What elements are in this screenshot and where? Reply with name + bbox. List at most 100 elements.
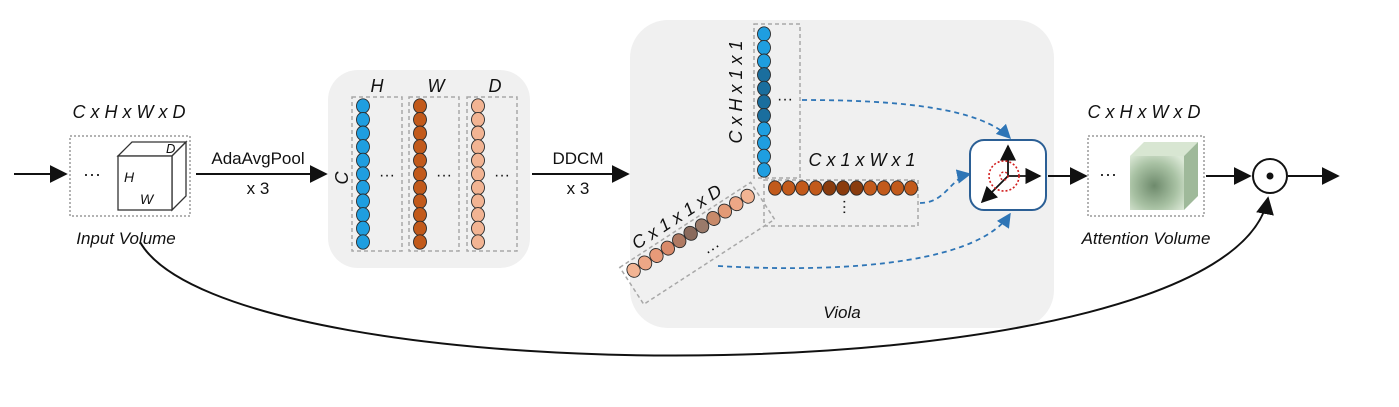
bead: [356, 139, 370, 155]
bead: [471, 125, 485, 141]
bead: [471, 193, 485, 209]
bead: [471, 220, 485, 237]
bead: [356, 152, 370, 169]
col-w-label: W: [428, 76, 447, 96]
branch-h-label: C x H x 1 x 1: [726, 40, 746, 143]
bead: [717, 203, 733, 219]
branch-w-label: C x 1 x W x 1: [808, 150, 915, 170]
bead: [413, 98, 427, 114]
bead: [356, 125, 370, 141]
bead: [808, 180, 823, 196]
w-column-box: [408, 96, 460, 252]
input-volume-box: [69, 135, 191, 217]
attention-volume-caption: Attention Volume: [1081, 229, 1211, 248]
bead: [413, 234, 427, 250]
ddcm-label: DDCM: [553, 149, 604, 168]
d-column-beads: [471, 98, 485, 250]
bead: [757, 135, 771, 151]
bead: [471, 166, 485, 182]
w-column-beads: [413, 98, 427, 250]
bead: [413, 207, 427, 223]
bead: [471, 207, 485, 223]
branch-d-group: ···: [618, 181, 776, 306]
input-dims-label: C x H x W x D: [73, 102, 186, 122]
viola-panel: [630, 20, 1054, 328]
input-dots: ···: [83, 164, 101, 184]
d-col-dots-label: ···: [494, 167, 510, 184]
cube-w-label: W: [140, 191, 155, 207]
bead: [356, 98, 370, 114]
branch-w-box: [763, 179, 919, 227]
bead: [795, 180, 810, 196]
bead: [694, 218, 710, 234]
bead: [649, 248, 664, 263]
h-column-box: [351, 96, 403, 252]
h-column-beads: [356, 98, 370, 250]
branch-h-box: [753, 23, 801, 179]
d-column-box: [466, 96, 518, 252]
bead: [471, 152, 485, 169]
bead: [356, 179, 370, 196]
bead: [863, 180, 878, 196]
bead: [757, 162, 771, 178]
bead: [672, 233, 687, 249]
col-h-label: H: [371, 76, 385, 96]
bead: [757, 26, 771, 42]
bead: [757, 107, 771, 124]
branch-w-connector: [919, 169, 972, 204]
bead: [356, 111, 370, 128]
input-cube: [116, 140, 188, 212]
branch-h-connector: [801, 99, 1012, 140]
branch-d-dots-label: ···: [702, 238, 725, 261]
skip-connection: [139, 196, 1274, 357]
bead: [757, 39, 771, 56]
bead: [849, 180, 864, 196]
attention-cube: [1130, 142, 1198, 210]
viola-caption: Viola: [823, 303, 861, 322]
bead: [471, 98, 485, 114]
bead: [413, 125, 427, 141]
bead: [471, 111, 485, 128]
bead: [822, 180, 837, 196]
branch-d-beads: [626, 188, 755, 278]
cube-h-label: H: [124, 169, 135, 185]
branch-h-beads: [757, 26, 771, 178]
bead: [757, 94, 771, 110]
bead: [890, 180, 905, 196]
bead: [471, 179, 485, 196]
attention-volume-box: [1087, 135, 1205, 217]
input-volume-caption: Input Volume: [76, 229, 176, 248]
elementwise-product-icon: [1252, 158, 1288, 194]
bead: [637, 255, 653, 271]
bead: [413, 166, 427, 182]
bead: [904, 180, 918, 196]
bead: [757, 80, 771, 97]
bead: [471, 234, 485, 250]
bead: [876, 180, 891, 196]
attention-dots: ···: [1099, 164, 1117, 184]
bead: [683, 225, 698, 241]
branch-w-beads: [768, 180, 918, 196]
pool-label: AdaAvgPool: [211, 149, 304, 168]
channel-label: C: [332, 171, 352, 185]
bead: [413, 179, 427, 196]
branch-w-dots-label: ···: [836, 199, 853, 215]
bead: [413, 111, 427, 128]
bead: [413, 139, 427, 155]
bead: [740, 188, 755, 204]
bead: [729, 196, 744, 212]
bead: [356, 166, 370, 182]
w-col-dots-label: ···: [436, 167, 452, 184]
bead: [471, 139, 485, 155]
bead: [356, 193, 370, 209]
bead: [768, 180, 782, 196]
col-d-label: D: [489, 76, 502, 96]
bead: [626, 262, 641, 278]
bead: [706, 211, 721, 226]
bead: [413, 220, 427, 237]
bead: [781, 180, 796, 196]
bead: [757, 53, 771, 69]
h-col-dots-label: ···: [379, 167, 395, 184]
cube-d-label: D: [166, 141, 175, 156]
bead: [413, 193, 427, 209]
